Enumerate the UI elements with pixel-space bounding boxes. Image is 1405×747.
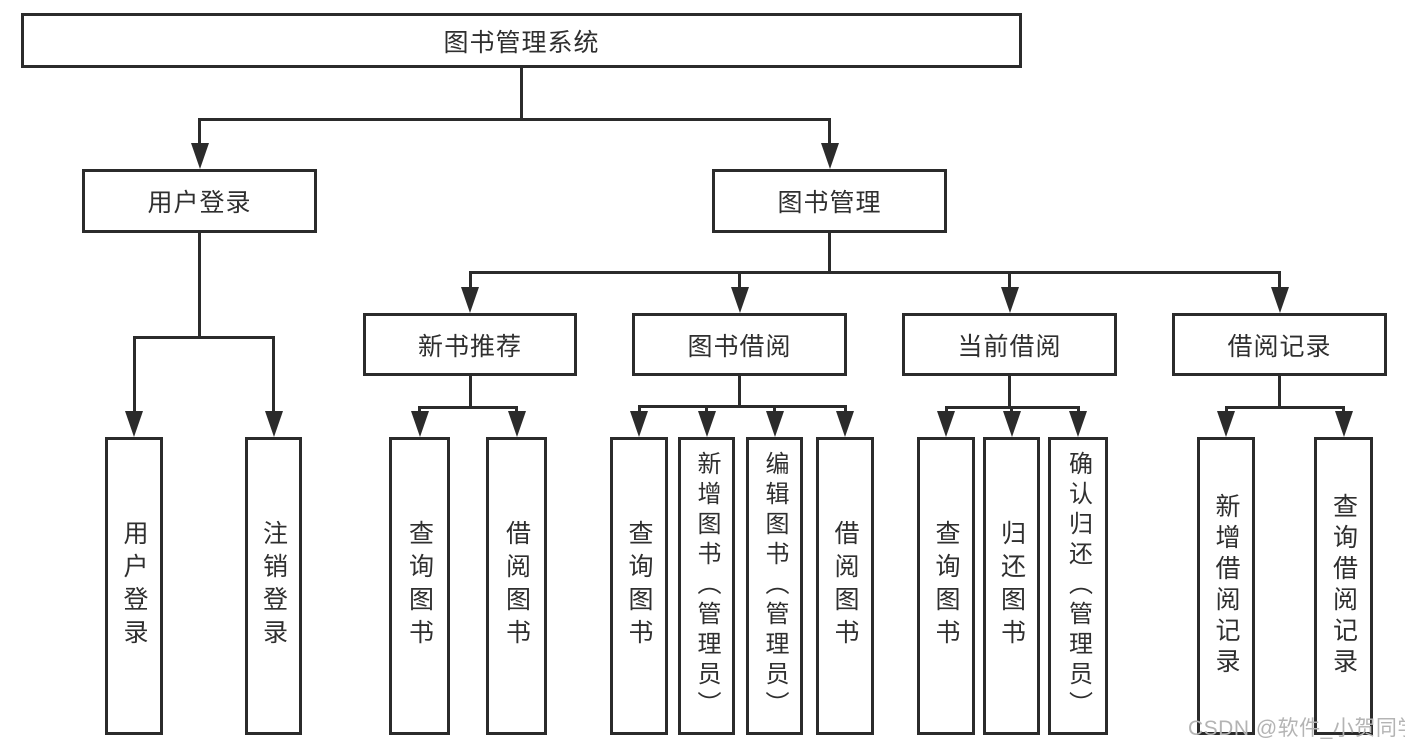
arrow-down-icon-new-book-recommend bbox=[461, 287, 479, 313]
node-query-books-3: 查询图书 bbox=[917, 437, 975, 735]
node-query-borrow-record: 查询借阅记录 bbox=[1314, 437, 1373, 735]
connector-bar-current-borrowing bbox=[944, 406, 1080, 409]
node-label-add-books-admin: 新增图书（管理员） bbox=[693, 451, 720, 721]
node-query-books-1: 查询图书 bbox=[389, 437, 450, 735]
node-label-current-borrowing: 当前借阅 bbox=[957, 332, 1062, 361]
connector-leg-borrowing-records bbox=[1278, 274, 1281, 293]
node-label-user-login: 用户登录 bbox=[147, 189, 252, 217]
arrow-down-icon-borrow-books-1 bbox=[507, 411, 526, 437]
watermark: CSDN @软件_小贺同学 bbox=[1188, 717, 1405, 740]
node-book-management: 图书管理 bbox=[712, 169, 947, 233]
node-label-edit-books-admin: 编辑图书（管理员） bbox=[761, 451, 788, 721]
arrow-down-icon-query-books-2 bbox=[630, 411, 648, 437]
connector-stem-book-borrowing bbox=[738, 376, 741, 408]
connector-stem-new-book-recommend bbox=[468, 376, 472, 409]
node-label-new-book-recommend: 新书推荐 bbox=[417, 332, 522, 361]
connector-leg-book-borrowing bbox=[738, 274, 741, 293]
node-current-borrowing: 当前借阅 bbox=[902, 313, 1117, 376]
arrow-down-icon-query-books-3 bbox=[937, 411, 955, 437]
connector-leg-logout bbox=[272, 339, 275, 417]
arrow-down-icon-query-books-1 bbox=[410, 411, 429, 437]
connector-stem-borrowing-records bbox=[1278, 376, 1281, 409]
connector-leg-user-login bbox=[198, 121, 201, 149]
node-new-book-recommend: 新书推荐 bbox=[363, 313, 577, 376]
connector-bar-book-borrowing bbox=[637, 405, 847, 408]
connector-leg-book-management bbox=[828, 121, 831, 149]
node-label-book-management: 图书管理 bbox=[777, 189, 882, 217]
connector-stem-library-system bbox=[520, 68, 523, 121]
node-book-borrowing: 图书借阅 bbox=[632, 313, 847, 376]
connector-bar-book-management bbox=[468, 271, 1281, 274]
node-label-borrow-books-2: 借阅图书 bbox=[831, 520, 859, 652]
arrow-down-icon-borrowing-records bbox=[1270, 287, 1289, 313]
connector-leg-new-book-recommend bbox=[468, 274, 472, 293]
connector-stem-current-borrowing bbox=[1008, 376, 1011, 409]
arrow-down-icon-user-login-leaf bbox=[125, 411, 143, 437]
node-label-confirm-return-admin: 确认归还（管理员） bbox=[1064, 451, 1092, 721]
node-label-query-books-3: 查询图书 bbox=[932, 520, 960, 652]
connector-leg-user-login-leaf bbox=[132, 339, 136, 417]
arrow-down-icon-return-books bbox=[1002, 411, 1021, 437]
node-user-login: 用户登录 bbox=[82, 169, 317, 233]
node-borrowing-records: 借阅记录 bbox=[1172, 313, 1387, 376]
node-label-logout: 注销登录 bbox=[259, 520, 288, 652]
arrow-down-icon-logout bbox=[264, 411, 283, 437]
node-logout: 注销登录 bbox=[245, 437, 302, 735]
node-label-query-books-2: 查询图书 bbox=[625, 520, 653, 652]
arrow-down-icon-book-management bbox=[820, 143, 839, 169]
arrow-down-icon-add-borrow-record bbox=[1217, 411, 1235, 437]
node-label-library-system: 图书管理系统 bbox=[443, 28, 600, 57]
node-label-user-login-leaf: 用户登录 bbox=[120, 520, 148, 652]
arrow-down-icon-confirm-return-admin bbox=[1069, 411, 1087, 437]
node-borrow-books-1: 借阅图书 bbox=[486, 437, 547, 735]
node-query-books-2: 查询图书 bbox=[610, 437, 668, 735]
connector-leg-current-borrowing bbox=[1008, 274, 1011, 293]
arrow-down-icon-add-books-admin bbox=[697, 411, 716, 437]
arrow-down-icon-book-borrowing bbox=[730, 287, 749, 313]
connector-stem-book-management bbox=[828, 233, 831, 274]
node-confirm-return-admin: 确认归还（管理员） bbox=[1048, 437, 1108, 735]
node-label-add-borrow-record: 新增借阅记录 bbox=[1212, 493, 1240, 679]
node-borrow-books-2: 借阅图书 bbox=[816, 437, 874, 735]
node-label-return-books: 归还图书 bbox=[997, 520, 1026, 652]
connector-bar-library-system bbox=[198, 118, 831, 121]
arrow-down-icon-borrow-books-2 bbox=[836, 411, 854, 437]
node-label-query-borrow-record: 查询借阅记录 bbox=[1329, 493, 1358, 679]
arrow-down-icon-query-borrow-record bbox=[1334, 411, 1353, 437]
node-label-book-borrowing: 图书借阅 bbox=[687, 332, 792, 361]
connector-stem-user-login bbox=[198, 233, 201, 339]
arrow-down-icon-edit-books-admin bbox=[765, 411, 784, 437]
connector-bar-new-book-recommend bbox=[418, 406, 518, 409]
node-library-system: 图书管理系统 bbox=[21, 13, 1022, 68]
node-add-borrow-record: 新增借阅记录 bbox=[1197, 437, 1255, 735]
node-user-login-leaf: 用户登录 bbox=[105, 437, 163, 735]
node-add-books-admin: 新增图书（管理员） bbox=[678, 437, 735, 735]
arrow-down-icon-current-borrowing bbox=[1000, 287, 1019, 313]
arrow-down-icon-user-login bbox=[190, 143, 209, 169]
node-return-books: 归还图书 bbox=[983, 437, 1040, 735]
connector-bar-borrowing-records bbox=[1224, 406, 1345, 409]
connector-bar-user-login bbox=[132, 336, 275, 339]
node-label-borrowing-records: 借阅记录 bbox=[1227, 332, 1332, 361]
node-label-query-books-1: 查询图书 bbox=[405, 520, 434, 652]
node-edit-books-admin: 编辑图书（管理员） bbox=[746, 437, 803, 735]
node-label-borrow-books-1: 借阅图书 bbox=[502, 520, 531, 652]
